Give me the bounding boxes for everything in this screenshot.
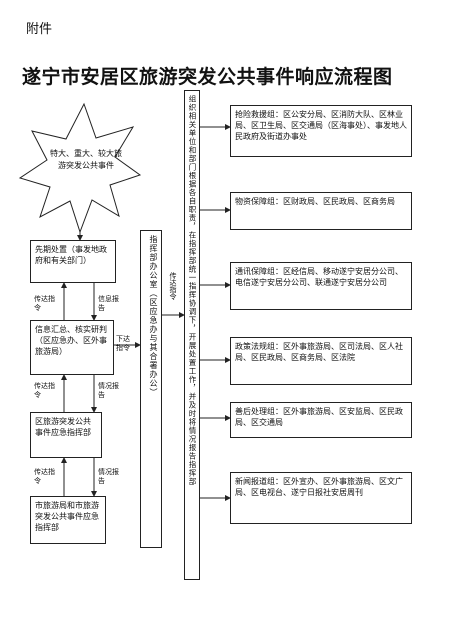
attachment-label: 附件: [26, 22, 53, 37]
group-box-policy: 政策法规组：区外事旅游局、区司法局、区人社局、区民政局、区商务局、区法院: [230, 337, 412, 385]
event-label: 特大、重大、较大旅游突发公共事件: [50, 149, 122, 170]
group-box-news: 新闻报道组：区外宣办、区外事旅游局、区文广局、区电视台、遂宁日报社安居周刊: [230, 472, 412, 524]
center-command-office: 指挥部办公室（区应急办与其合署办公）: [140, 230, 162, 548]
edge-label-direct: 传达指令: [34, 382, 55, 399]
city-dept-box: 市旅游局和市旅游突发公共事件应急指挥部: [30, 496, 106, 544]
command-dept-box: 区旅游突发公共事件应急指挥部: [30, 412, 102, 458]
edge-label-issue: 下达指令: [116, 335, 130, 352]
first-response-box: 先期处置（事发地政府和有关部门）: [30, 240, 116, 283]
group-box-rescue: 抢险救援组：区公安分局、区消防大队、区林业局、区卫生局、区交通局（区海事处）、事…: [230, 105, 412, 157]
edge-label-center-out: 传达指令: [169, 272, 177, 300]
page-title: 遂宁市安居区旅游突发公共事件响应流程图: [22, 66, 393, 88]
edge-label-situation: 情况报告: [98, 382, 119, 399]
edge-label-report: 信息报告: [98, 295, 119, 312]
edge-label-direct: 传达指令: [34, 295, 55, 312]
group-box-communications: 通讯保障组：区经信局、移动遂宁安居分公司、电信遂宁安居分公司、联通遂宁安居分公司: [230, 262, 412, 310]
group-box-aftermath: 善后处理组：区外事旅游局、区安监局、区民政局、区交通局: [230, 402, 412, 438]
edge-label-situation: 情况报告: [98, 468, 119, 485]
coordination-column: 组织相关单位和部门根据各自职责，在指挥部统一指挥协调下，开展处置工作，并及时将情…: [184, 90, 200, 580]
edge-label-direct: 传达指令: [34, 468, 55, 485]
info-gathering-box: 信息汇总、核实研判（区应急办、区外事旅游局）: [30, 320, 114, 375]
group-box-supplies: 物资保障组：区财政局、区民政局、区商务局: [230, 192, 412, 230]
